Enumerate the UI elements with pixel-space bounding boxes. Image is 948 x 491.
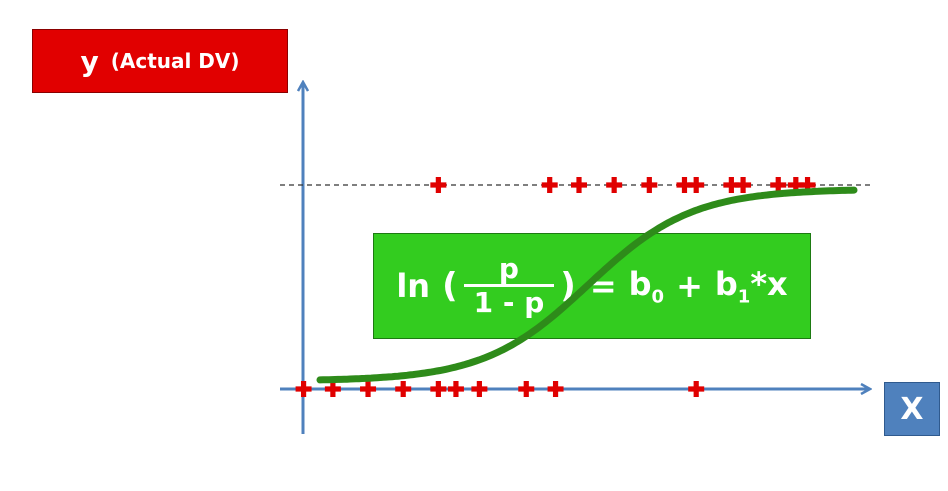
data-point-y0-2 [360,381,377,397]
data-point-y0-8 [547,381,564,397]
data-point-y1-5 [676,177,693,193]
y-axis-sublabel: (Actual DV) [110,49,240,73]
data-point-y0-1 [324,381,341,397]
b1-letter: b [714,264,738,303]
b1-term: b1*x [715,265,788,307]
logit-equation: ln ( p 1 - p ) = b0 + b1*x [374,234,810,338]
data-point-y1-2 [571,177,587,193]
fraction: p 1 - p [463,251,555,319]
data-point-y1-7 [723,177,740,193]
data-point-y1-11 [799,177,816,193]
data-point-y1-4 [641,177,658,193]
open-paren: ( [442,266,458,306]
x-axis-label-box: X [884,382,940,436]
plus-sign: + [676,267,703,305]
y-axis-label: y [80,44,99,78]
data-point-y1-3 [606,177,623,193]
data-point-y1-8 [735,177,752,193]
data-point-y1-1 [541,177,558,193]
b0-letter: b [628,264,652,303]
data-point-y0-0 [295,381,312,397]
ln-text: ln [396,267,431,305]
data-points [295,177,816,397]
fraction-denominator: 1 - p [473,285,545,319]
data-point-y0-6 [471,381,488,397]
data-point-y1-9 [770,177,787,193]
data-point-y1-6 [688,177,705,193]
data-point-y0-4 [430,381,447,397]
data-point-y0-5 [447,381,464,397]
b0-subscript: 0 [651,286,665,308]
data-point-y1-0 [430,177,447,193]
b0-term: b0 [629,265,664,307]
fraction-numerator: p [498,251,519,285]
equals-sign: = [589,267,617,305]
data-point-y1-10 [787,177,804,193]
data-point-y0-3 [395,381,412,397]
x-axis-label: X [900,391,924,427]
times-x: *x [750,264,788,303]
close-paren: ) [560,266,576,306]
data-point-y0-9 [688,381,705,397]
b1-subscript: 1 [737,286,751,308]
equation-box: ln ( p 1 - p ) = b0 + b1*x [373,233,811,339]
y-axis-label-box: y (Actual DV) [32,29,288,93]
data-point-y0-7 [518,381,535,397]
